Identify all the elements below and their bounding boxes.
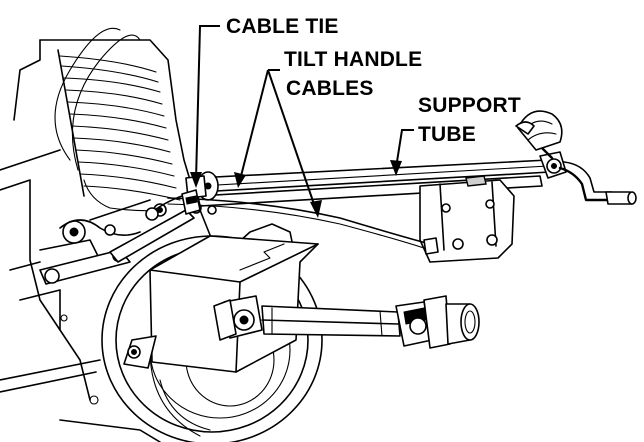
cooling-fins (57, 49, 181, 201)
label-cable-tie: CABLE TIE (226, 15, 339, 38)
label-support-tube-line2: TUBE (418, 123, 476, 146)
drive-shaft (213, 295, 480, 349)
label-tilt-handle-line2: CABLES (286, 77, 374, 100)
cable-tie (145, 189, 201, 221)
label-support-tube-line1: SUPPORT (418, 94, 521, 117)
tilt-handle-cables (151, 193, 439, 255)
callout-leaders (190, 25, 414, 218)
engine-block (0, 27, 301, 442)
label-tilt-handle-line1: TILT HANDLE (284, 48, 422, 71)
support-tube-assembly (185, 151, 567, 263)
tilt-handle (515, 110, 637, 205)
